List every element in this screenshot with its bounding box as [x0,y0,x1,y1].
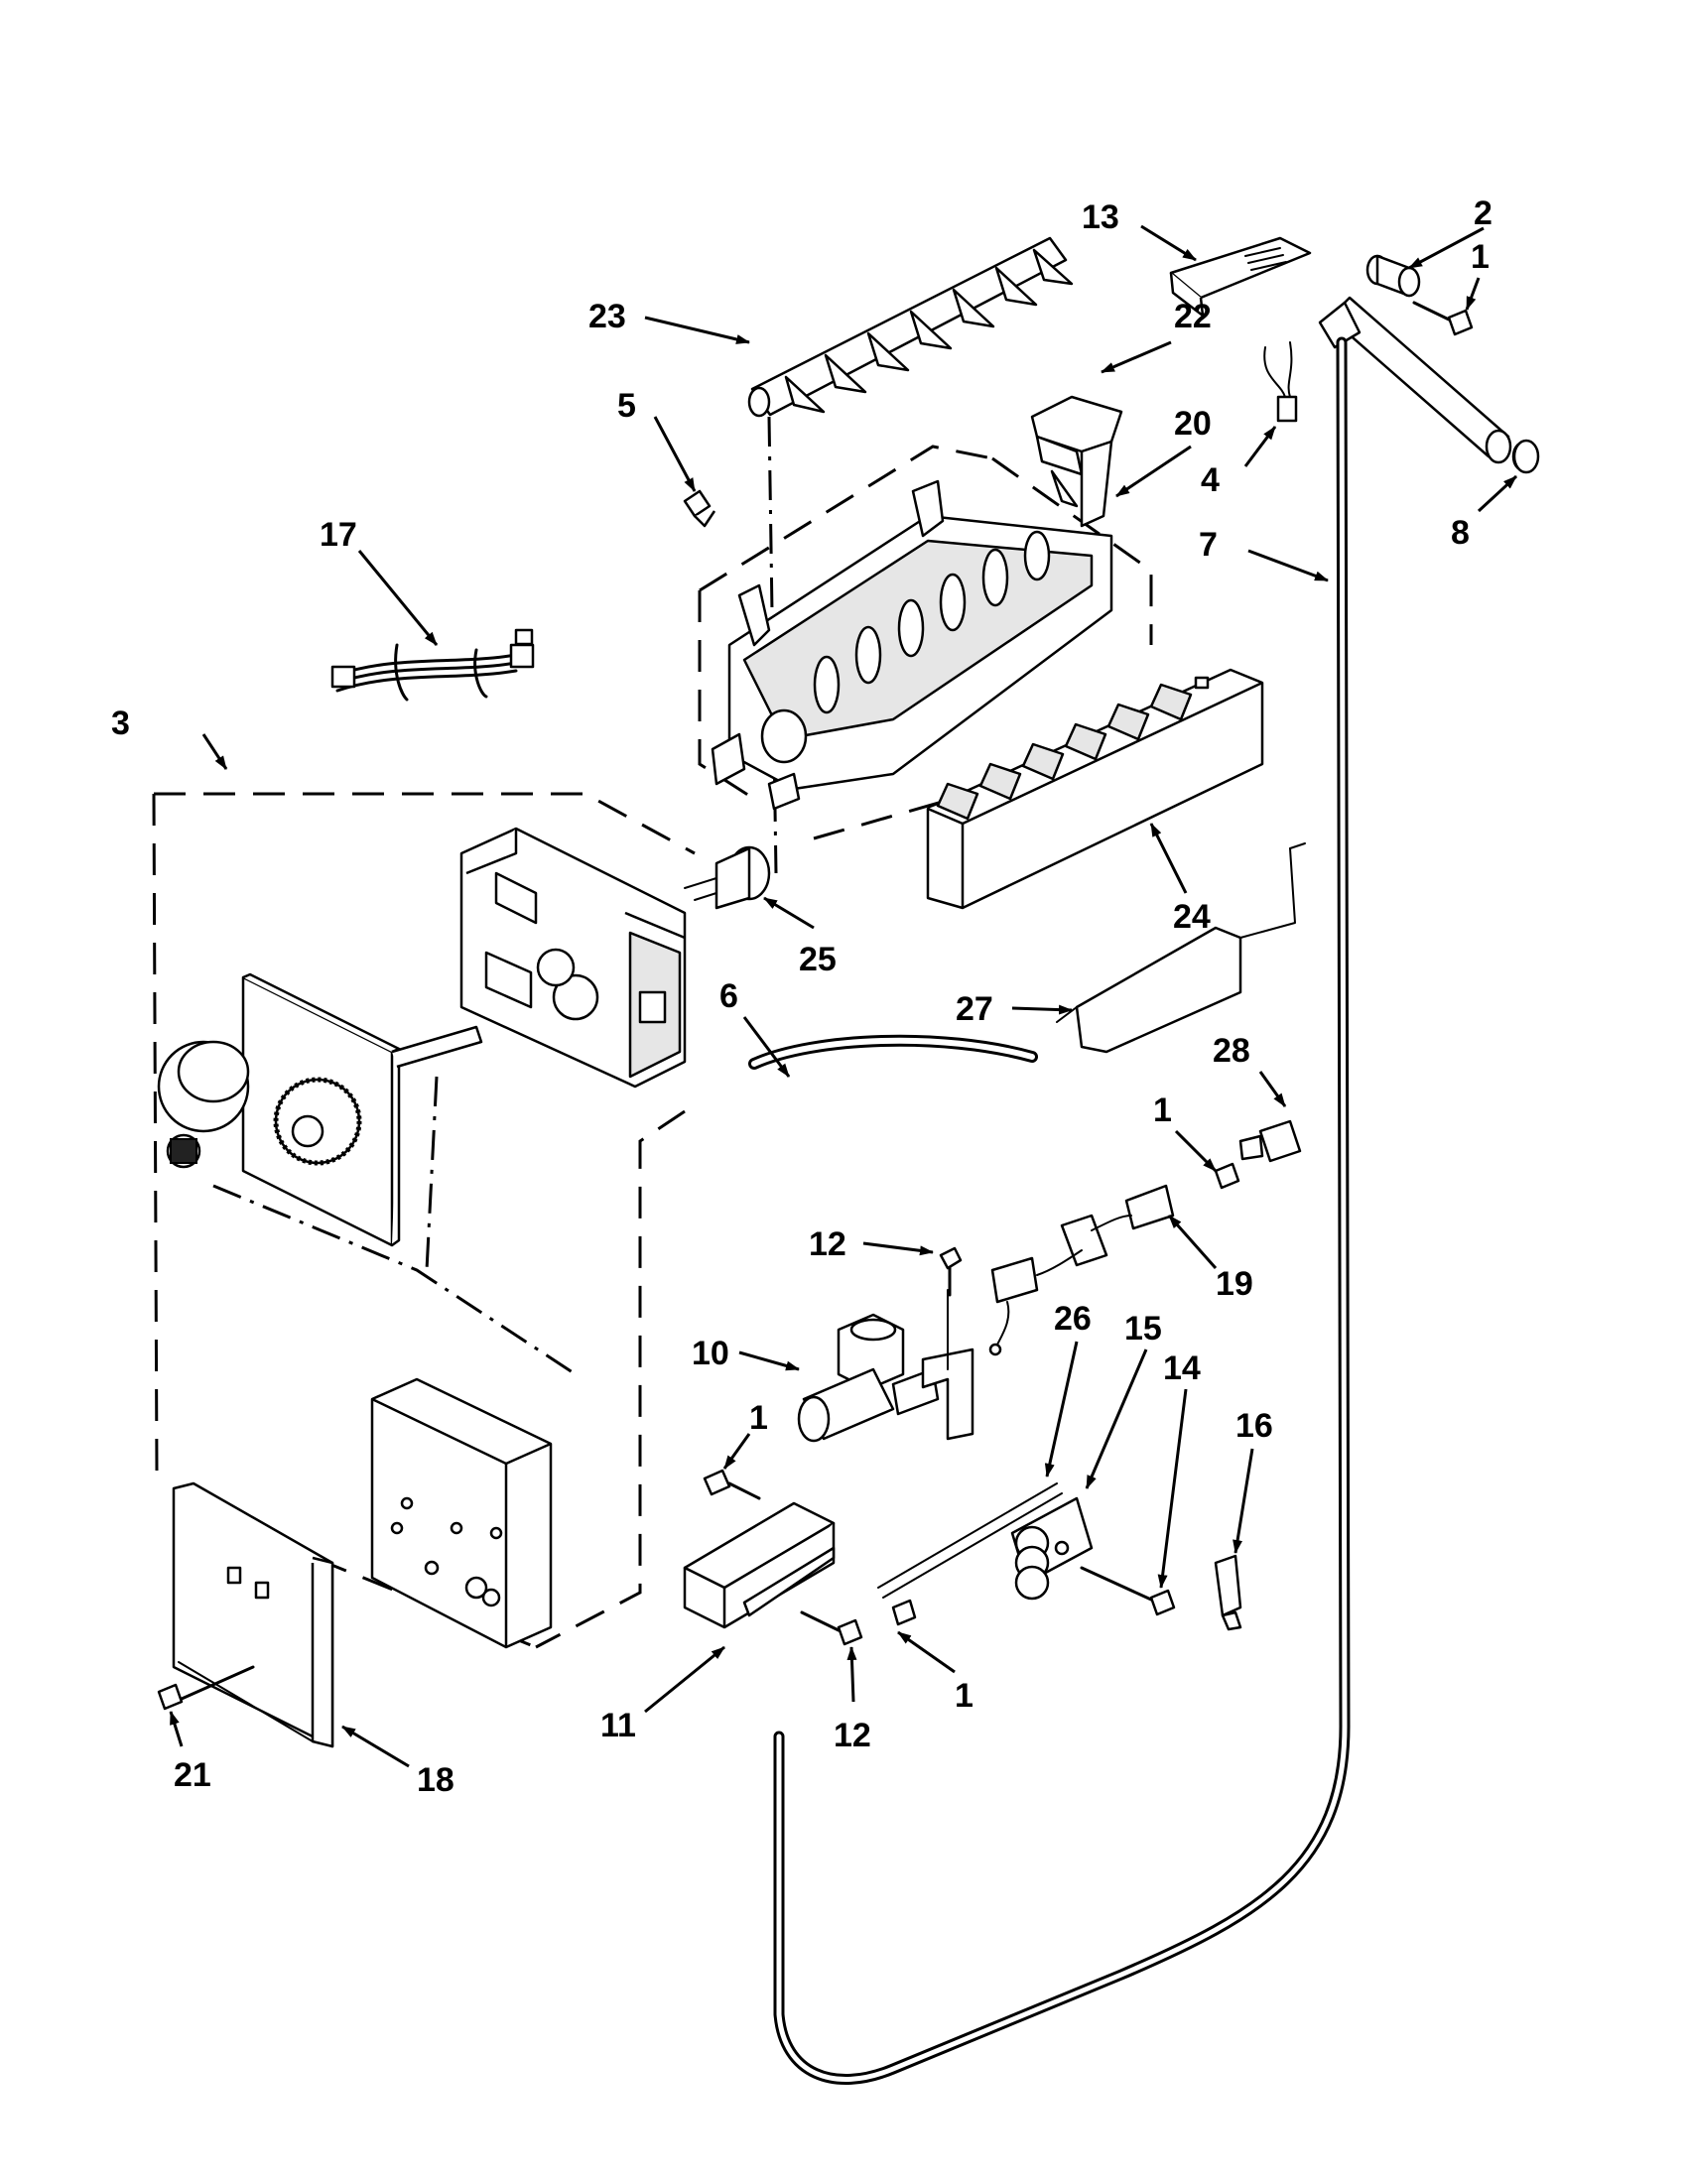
callout-13: 13 [1082,198,1119,236]
ejector-shaft-part [747,236,1074,418]
clip-part [683,489,716,528]
callout-7: 7 [1199,526,1218,564]
washer-part [1512,439,1540,474]
callout-5: 5 [617,387,636,425]
callout-2: 2 [1474,194,1492,232]
clamp-part [1238,1119,1302,1163]
callout-27: 27 [956,990,993,1028]
callout-23: 23 [588,298,626,335]
screw-12-top-part [939,1246,963,1297]
callout-19: 19 [1216,1265,1253,1303]
callout-20: 20 [1174,405,1212,443]
callout-3: 3 [111,705,130,742]
thermostat-part [684,845,771,910]
callout-25: 25 [799,941,837,978]
hopper-part [1030,395,1123,528]
heater-rod-part [877,1482,1063,1599]
stripper-part [926,668,1264,910]
valve-harness-part [988,1184,1175,1356]
callout-14: 14 [1163,1349,1201,1387]
callout-28: 28 [1213,1032,1250,1070]
callout-4: 4 [1201,461,1220,499]
water-valve-part [797,1289,974,1443]
motor-housing-part [459,827,687,1089]
ice-mold-part [698,445,1153,840]
motor-plate-part [157,972,483,1247]
bracket-part [1169,236,1312,318]
switch-clip-part [1214,1554,1242,1631]
cover-plate-part [172,1481,334,1748]
shutoff-arm-part [1056,842,1306,1054]
callout-18: 18 [417,1761,454,1799]
mounting-bracket-part [683,1501,836,1629]
callout-12-bottom: 12 [834,1717,871,1754]
callout-12-top: 12 [809,1225,846,1263]
control-board-part [370,1377,553,1649]
wire-harness-part [330,628,535,702]
callout-11: 11 [600,1707,636,1744]
callout-1-bottom: 1 [955,1677,973,1715]
callout-22: 22 [1174,298,1212,335]
callout-24: 24 [1173,898,1211,936]
callout-1-right: 1 [1153,1092,1172,1129]
screw-parts [157,301,1474,1711]
fitting-part [1365,254,1421,298]
callout-15: 15 [1124,1310,1162,1348]
leader-lines [169,224,1518,1768]
callout-6: 6 [719,977,738,1015]
callout-21: 21 [174,1756,211,1794]
coil-part [1010,1496,1094,1601]
callout-8: 8 [1451,514,1470,552]
callout-labels: 3 17 23 5 13 2 1 22 20 4 7 8 24 25 6 27 … [111,194,1492,1799]
callout-1-top: 1 [1471,238,1490,276]
callout-10: 10 [692,1335,729,1372]
callout-26: 26 [1054,1300,1092,1338]
callout-16: 16 [1235,1407,1273,1445]
wire-connector-part [1263,341,1298,423]
callout-17: 17 [320,516,357,554]
callout-1-mid: 1 [749,1399,768,1437]
